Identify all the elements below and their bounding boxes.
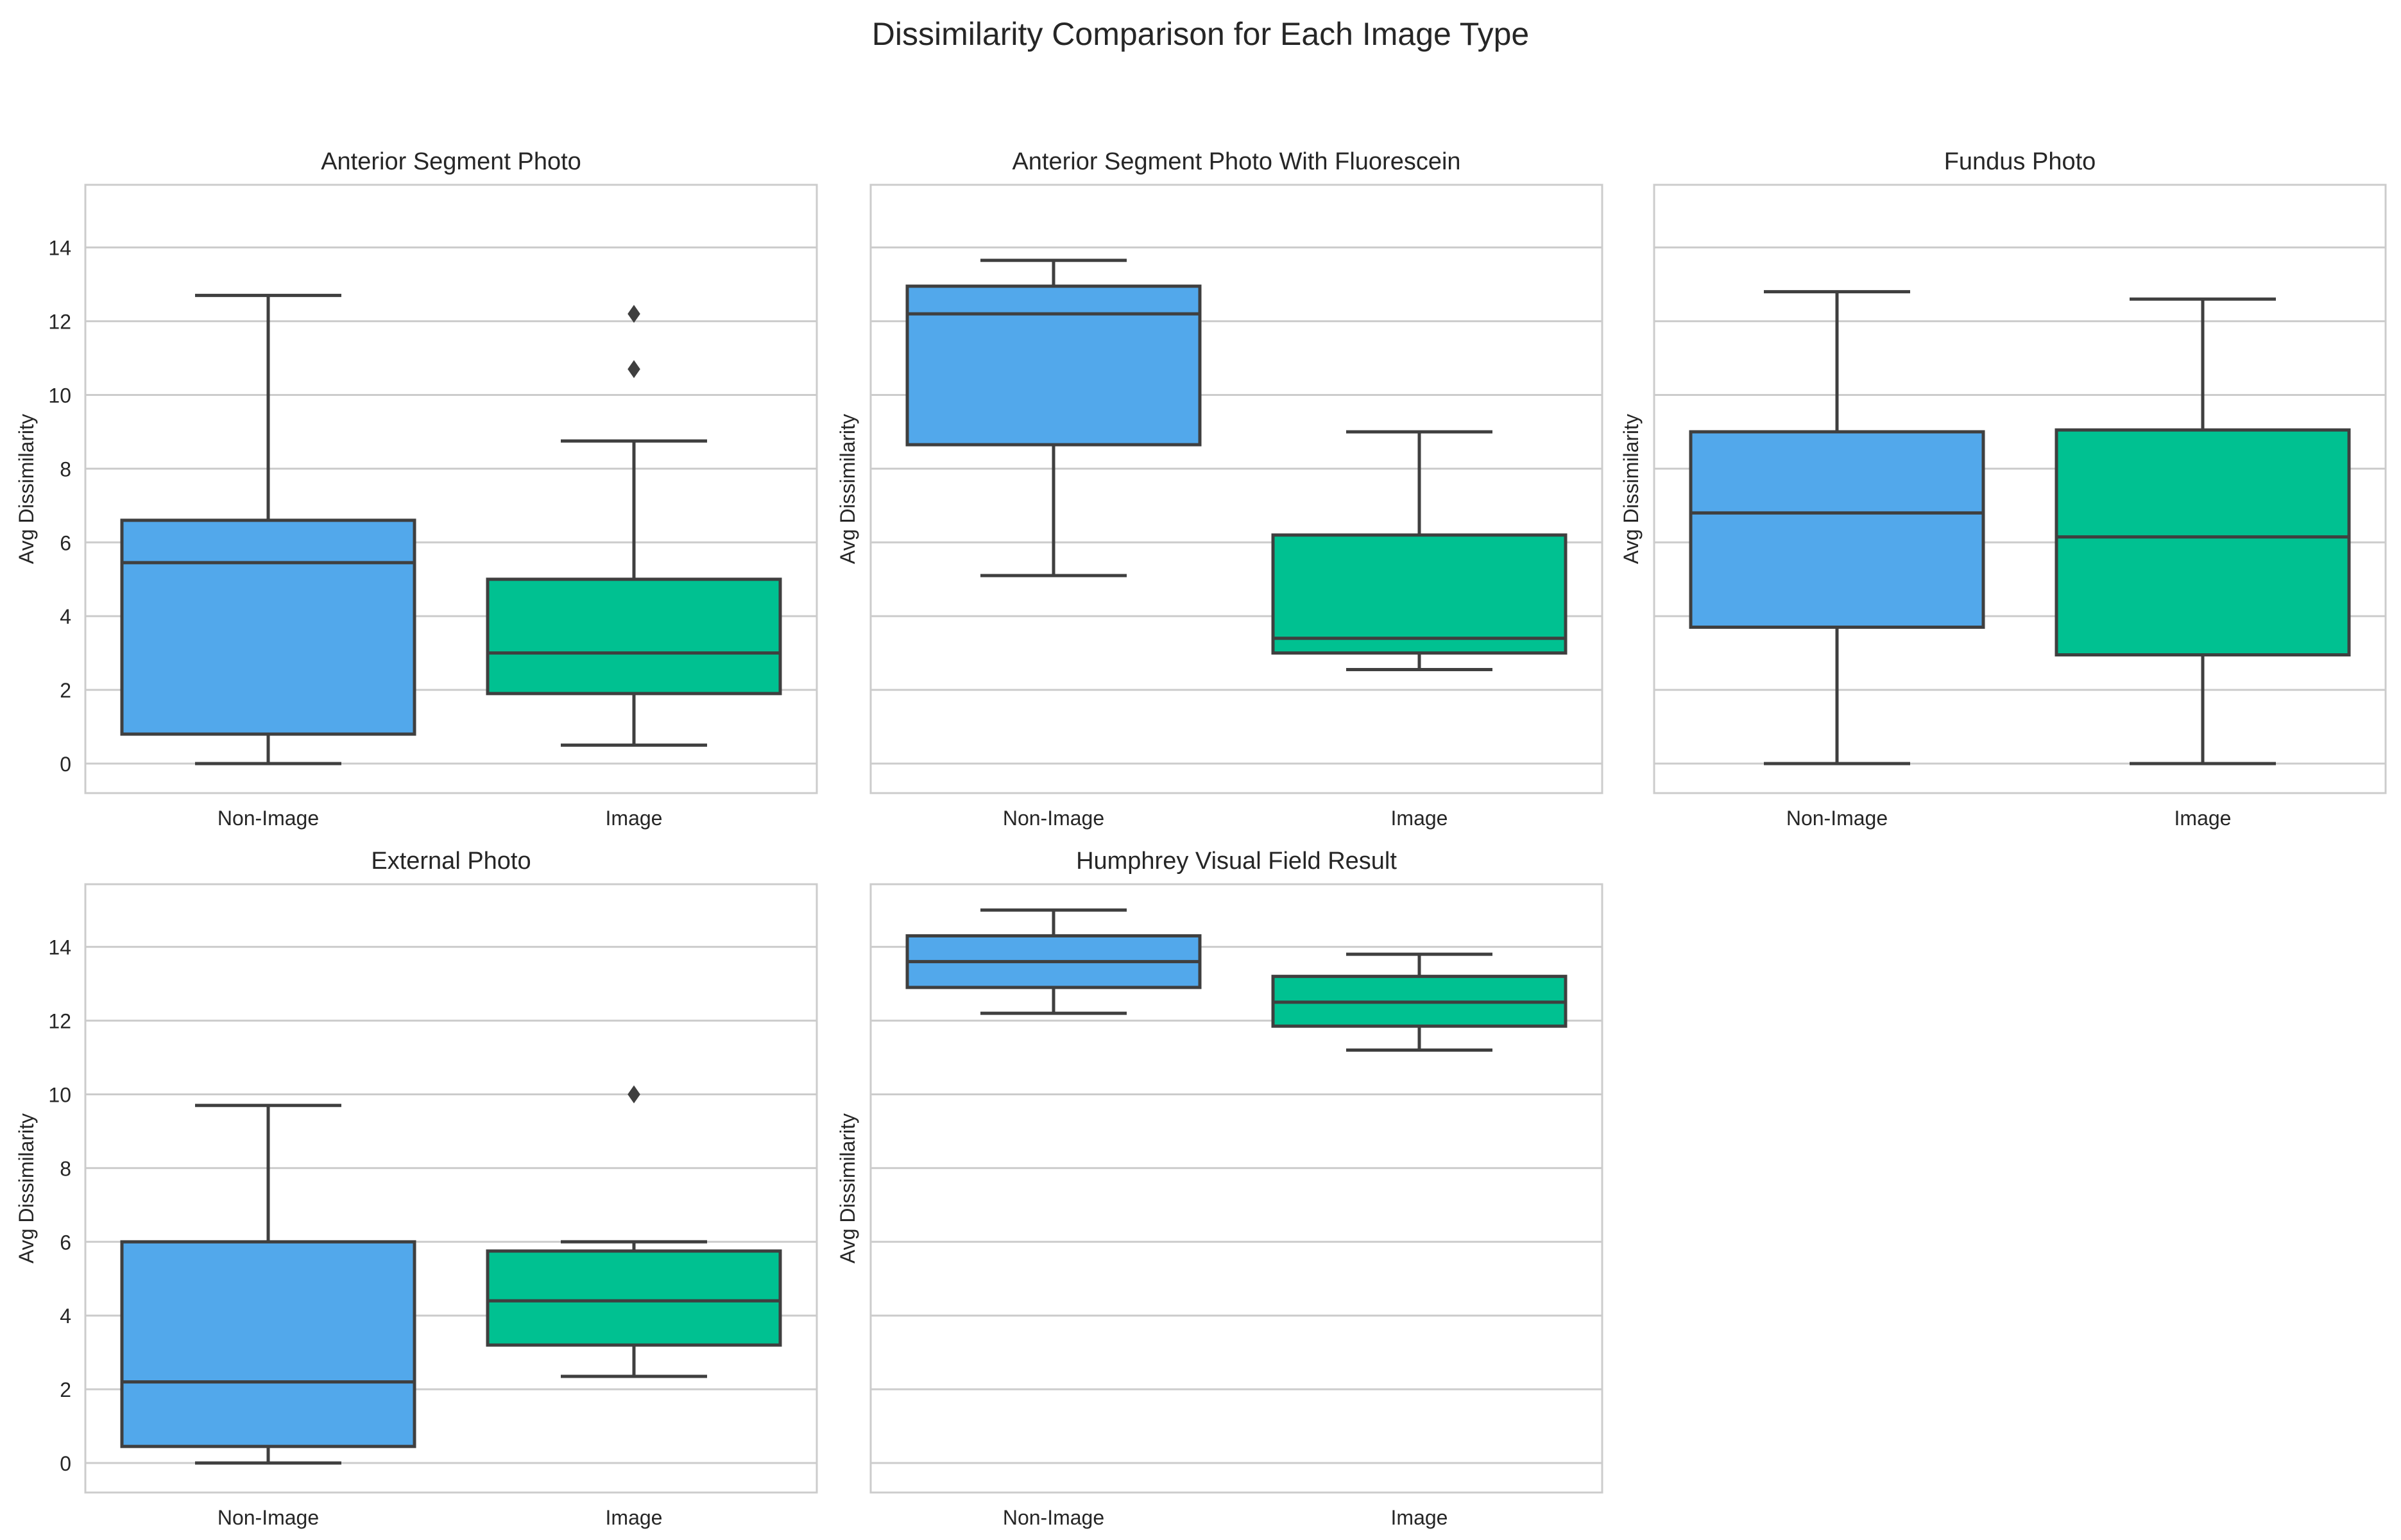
outlier-point: [628, 305, 640, 323]
box-non-image: [905, 908, 1202, 1015]
x-tick-label: Non-Image: [218, 807, 319, 830]
box-image: [1271, 430, 1568, 672]
box-image: [1271, 952, 1568, 1052]
x-tick-label: Image: [2175, 807, 2232, 830]
box-non-image: [120, 1104, 416, 1465]
y-tick-label: 12: [48, 311, 71, 334]
box-image: [2055, 297, 2351, 766]
box-body: [1271, 533, 1568, 655]
x-tick-label: Non-Image: [1003, 1506, 1104, 1529]
y-tick-label: 8: [60, 1157, 71, 1180]
y-axis-label: Avg Dissimilarity: [836, 414, 859, 564]
box-body: [905, 284, 1202, 447]
x-tick-label: Non-Image: [218, 1506, 319, 1529]
box-non-image: [120, 293, 416, 766]
y-axis-label: Avg Dissimilarity: [15, 1113, 38, 1263]
y-tick-label: 10: [48, 1083, 71, 1106]
box-image: [486, 305, 782, 747]
y-tick-label: 14: [48, 237, 71, 260]
x-tick-label: Non-Image: [1003, 807, 1104, 830]
box-body: [486, 1249, 782, 1347]
x-tick-label: Image: [606, 807, 663, 830]
y-axis-label: Avg Dissimilarity: [1619, 414, 1643, 564]
y-axis-label: Avg Dissimilarity: [836, 1113, 859, 1263]
y-tick-label: 8: [60, 458, 71, 481]
x-tick-label: Image: [1391, 807, 1448, 830]
y-tick-label: 2: [60, 1378, 71, 1401]
y-tick-label: 10: [48, 384, 71, 407]
subplot-title: Anterior Segment Photo With Fluorescein: [1012, 148, 1460, 175]
y-tick-label: 2: [60, 679, 71, 702]
y-tick-label: 4: [60, 1305, 71, 1328]
box-body: [2055, 428, 2351, 657]
outlier-point: [628, 1085, 640, 1104]
y-tick-label: 14: [48, 936, 71, 959]
subplot-title: Humphrey Visual Field Result: [1076, 848, 1397, 875]
plot-frame: [869, 184, 1603, 794]
y-tick-label: 0: [60, 753, 71, 776]
box-image: [486, 1085, 782, 1378]
box-non-image: [905, 259, 1202, 578]
y-tick-label: 6: [60, 1231, 71, 1254]
box-body: [1689, 430, 1985, 629]
subplot-2: Anterior Segment Photo With FluoresceinA…: [836, 148, 1603, 830]
box-body: [486, 578, 782, 696]
figure-title: Dissimilarity Comparison for Each Image …: [872, 16, 1529, 52]
outlier-point: [628, 360, 640, 379]
subplot-title: External Photo: [371, 848, 531, 875]
y-axis-label: Avg Dissimilarity: [15, 414, 38, 564]
y-tick-label: 6: [60, 531, 71, 554]
box-body: [120, 518, 416, 736]
x-tick-label: Non-Image: [1786, 807, 1888, 830]
subplot-title: Fundus Photo: [1944, 148, 2096, 175]
y-tick-label: 4: [60, 605, 71, 628]
x-tick-label: Image: [1391, 1506, 1448, 1529]
y-tick-label: 12: [48, 1010, 71, 1033]
box-body: [120, 1240, 416, 1448]
subplot-title: Anterior Segment Photo: [321, 148, 581, 175]
box-non-image: [1689, 290, 1985, 766]
x-tick-label: Image: [606, 1506, 663, 1529]
y-tick-label: 0: [60, 1452, 71, 1475]
